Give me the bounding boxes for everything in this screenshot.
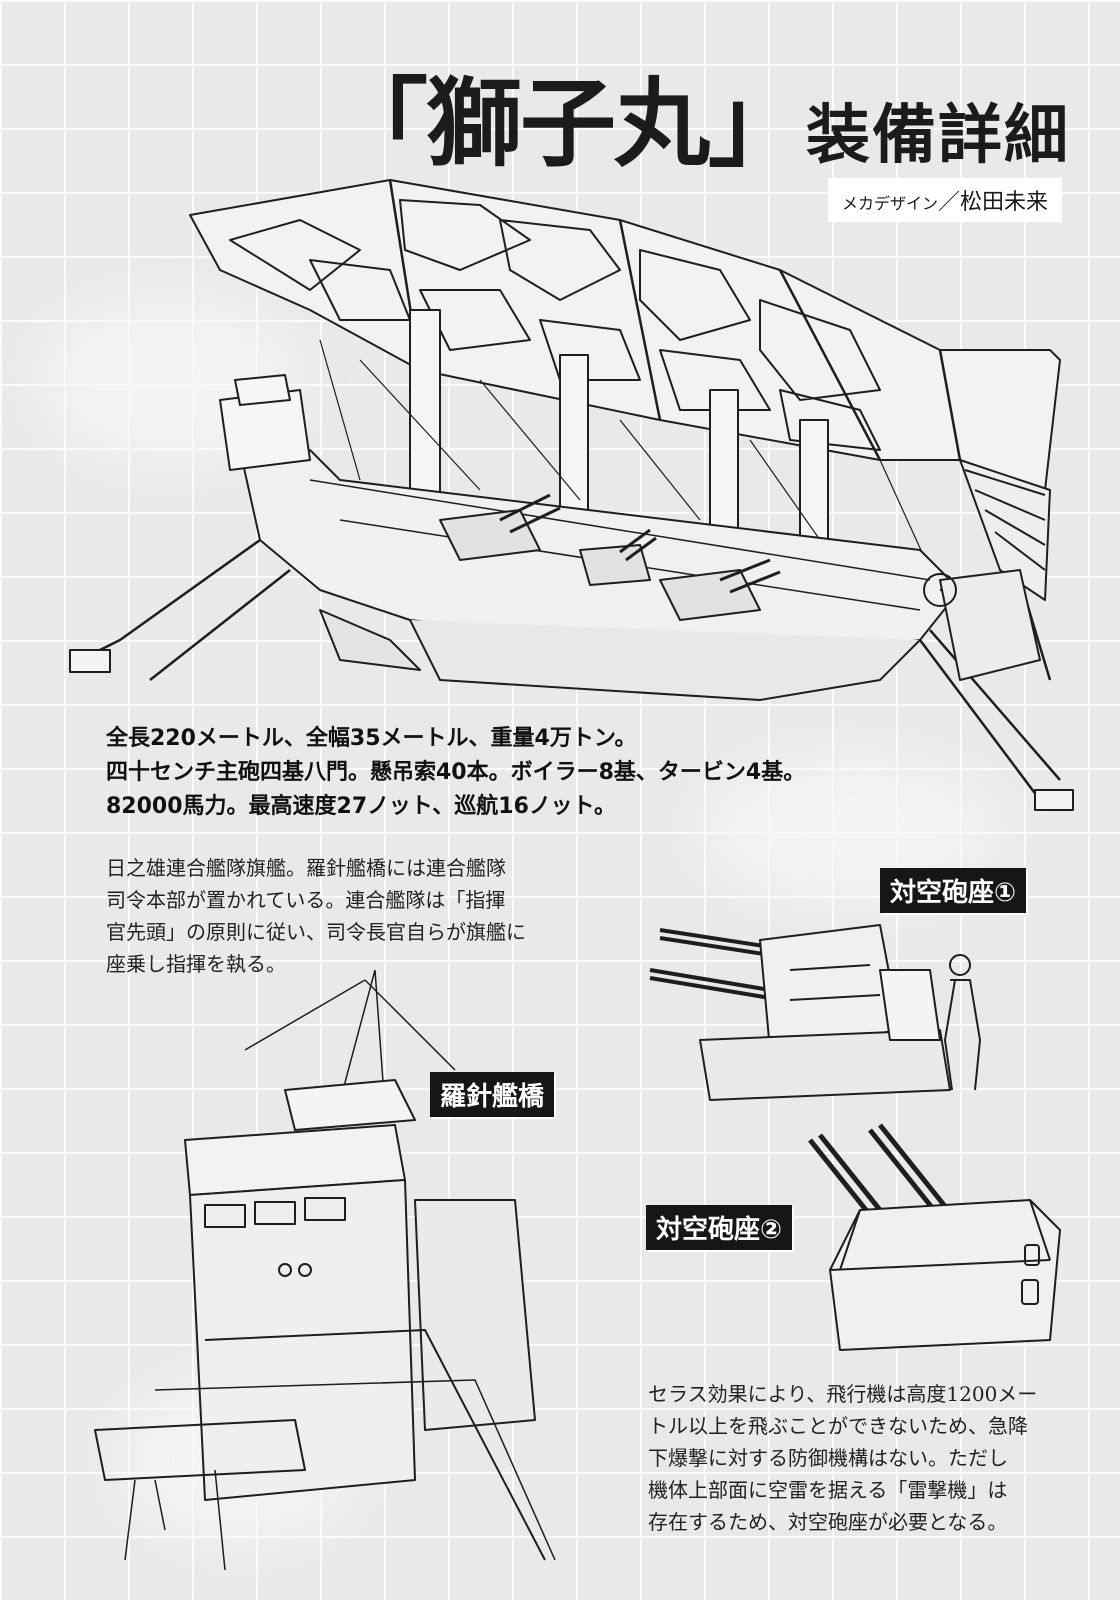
credit-role: メカデザイン (841, 194, 938, 213)
spec-block: 全長220メートル、全幅35メートル、重量4万トン。 四十センチ主砲四基八門。懸… (106, 722, 1006, 824)
label-aa-mount-2: 対空砲座② (646, 1205, 793, 1250)
note-line: 存在するため、対空砲座が必要となる。 (648, 1510, 1008, 1534)
note-line: 機体上部面に空雷を据える「雷撃機」は (648, 1478, 1008, 1502)
note-paragraph: セラス効果により、飛行機は高度1200メー トル以上を飛ぶことができないため、急… (648, 1378, 1078, 1538)
description-line: 司令本部が置かれている。連合艦隊は「指揮 (106, 888, 506, 912)
description-paragraph: 日之雄連合艦隊旗艦。羅針艦橋には連合艦隊 司令本部が置かれている。連合艦隊は「指… (106, 852, 636, 980)
spec-line: 82000馬力。最高速度27ノット、巡航16ノット。 (106, 794, 617, 819)
aa-mount-2-illustration (800, 1130, 1070, 1360)
description-line: 官先頭」の原則に従い、司令長官自らが旗艦に (106, 920, 526, 944)
title-main: 「獅子丸」 (332, 67, 804, 180)
spec-line: 全長220メートル、全幅35メートル、重量4万トン。 (106, 726, 637, 751)
label-aa-mount-1: 対空砲座① (880, 868, 1027, 913)
description-line: 座乗し指揮を執る。 (106, 952, 286, 976)
credit-separator: ／ (937, 190, 960, 215)
credit-name: 松田未来 (959, 190, 1048, 215)
title-sub: 装備詳細 (806, 98, 1070, 173)
note-line: 下爆撃に対する防御機構はない。ただし (648, 1446, 1008, 1470)
airship-illustration (60, 160, 1090, 830)
aa-mount-1-illustration (640, 910, 1010, 1110)
note-line: セラス効果により、飛行機は高度1200メー (648, 1382, 1038, 1406)
note-line: トル以上を飛ぶことができないため、急降 (648, 1414, 1028, 1438)
description-line: 日之雄連合艦隊旗艦。羅針艦橋には連合艦隊 (106, 856, 506, 880)
spec-line: 四十センチ主砲四基八門。懸吊索40本。ボイラー8基、タービン4基。 (106, 760, 806, 785)
design-credit: メカデザイン／松田未来 (827, 178, 1062, 222)
compass-bridge-illustration (95, 960, 575, 1580)
page-title: 「獅子丸」装備詳細 (332, 46, 1070, 185)
label-compass-bridge: 羅針艦橋 (430, 1072, 555, 1117)
